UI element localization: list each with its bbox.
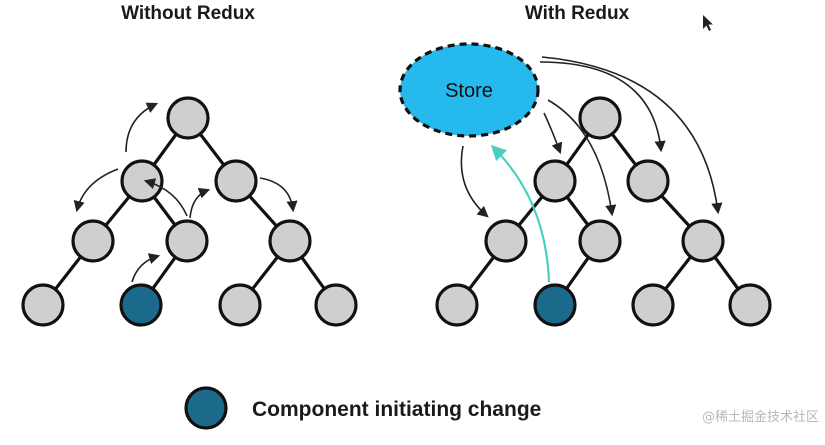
right-tree-node bbox=[484, 219, 528, 263]
propagation-arrow bbox=[259, 177, 298, 213]
store-label: Store bbox=[445, 80, 493, 102]
legend: Component initiating change bbox=[184, 386, 541, 430]
watermark: @稀土掘金技术社区 bbox=[702, 409, 819, 425]
right-tree-node bbox=[435, 283, 479, 327]
update-arrow bbox=[490, 144, 551, 283]
store-node bbox=[398, 42, 540, 138]
left-tree-node bbox=[165, 219, 209, 263]
left-propagation-arrows bbox=[73, 102, 298, 283]
left-title: Without Redux bbox=[121, 3, 255, 24]
right-tree: Store bbox=[398, 42, 772, 327]
left-tree-node bbox=[218, 283, 262, 327]
right-tree-node bbox=[631, 283, 675, 327]
right-initiating-node bbox=[533, 283, 577, 327]
distribution-arrow bbox=[539, 61, 666, 153]
left-tree-node bbox=[120, 159, 164, 203]
right-tree-node bbox=[578, 219, 622, 263]
left-tree-edges bbox=[41, 117, 338, 306]
distribution-arrow bbox=[541, 56, 723, 215]
left-initiating-node bbox=[119, 283, 163, 327]
distribution-arrow bbox=[460, 145, 489, 218]
propagation-arrow bbox=[189, 187, 211, 219]
left-tree-node bbox=[314, 283, 358, 327]
legend-swatch bbox=[184, 386, 228, 430]
propagation-arrow bbox=[73, 168, 119, 213]
propagation-arrow bbox=[143, 178, 188, 217]
distribution-arrow bbox=[543, 112, 563, 155]
right-tree-node bbox=[533, 159, 577, 203]
left-tree-node bbox=[268, 219, 312, 263]
left-tree bbox=[21, 96, 358, 327]
store-distribution-arrows bbox=[460, 56, 723, 218]
right-tree-node bbox=[626, 159, 670, 203]
right-tree-nodes bbox=[435, 96, 772, 327]
right-title: With Redux bbox=[525, 3, 630, 24]
right-tree-node bbox=[578, 96, 622, 140]
right-tree-node bbox=[728, 283, 772, 327]
propagation-arrow bbox=[131, 253, 161, 283]
propagation-arrow bbox=[125, 102, 159, 153]
cursor-icon bbox=[703, 15, 713, 31]
distribution-arrow bbox=[547, 99, 617, 217]
right-tree-node bbox=[681, 219, 725, 263]
left-tree-node bbox=[21, 283, 65, 327]
legend-label: Component initiating change bbox=[252, 398, 541, 421]
left-tree-node bbox=[71, 219, 115, 263]
left-tree-node bbox=[214, 159, 258, 203]
left-tree-node bbox=[166, 96, 210, 140]
right-tree-edges bbox=[455, 117, 752, 306]
left-tree-nodes bbox=[21, 96, 358, 327]
